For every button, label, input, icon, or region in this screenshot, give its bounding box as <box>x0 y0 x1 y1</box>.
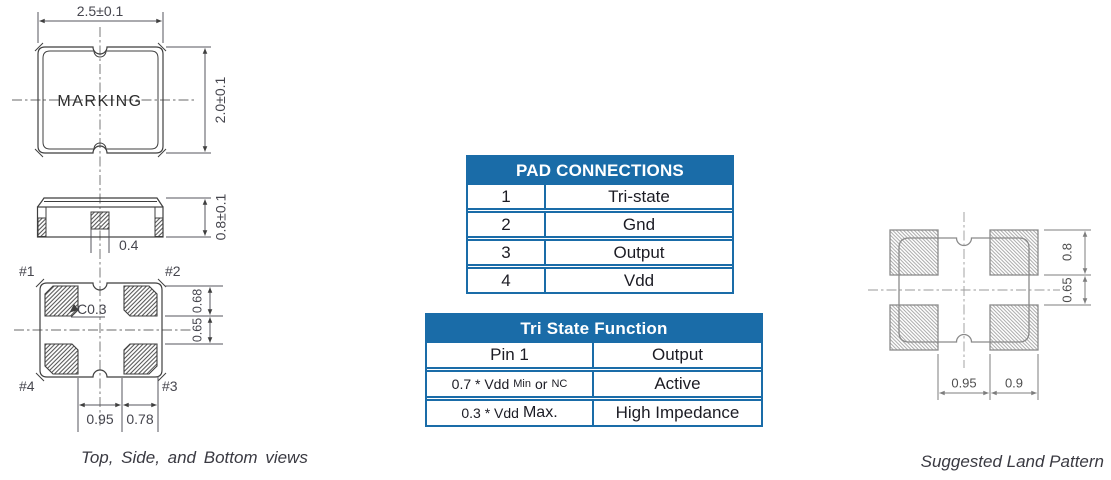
condition-text-small: NC <box>551 378 568 390</box>
land-package-outline <box>898 237 1030 343</box>
land-right-extension-lines <box>1044 229 1091 306</box>
condition-text-small: Min <box>513 378 531 390</box>
pad-number-cell: 1 <box>468 185 546 208</box>
side-view: 0.4 0.8±0.1 <box>36 193 229 253</box>
condition-text: 0.7 * Vdd <box>451 376 510 392</box>
pad-dim-extension-lines <box>165 285 223 345</box>
pad-4-label: #4 <box>19 378 35 394</box>
land-pad-bottom-left <box>889 304 939 351</box>
land-horizontal-dimensions: 0.95 0.9 <box>937 354 1039 400</box>
land-vertical-dimensions: 0.8 0.65 <box>1044 229 1091 306</box>
views-caption: Top, Side, and Bottom views <box>81 448 308 467</box>
width-dim-text: 2.5±0.1 <box>77 3 124 19</box>
height-extension-lines <box>166 46 211 154</box>
pad-number-cell: 2 <box>468 213 546 236</box>
thickness-dimension: 0.8±0.1 <box>166 193 229 240</box>
top-view-corner-marks <box>34 42 167 158</box>
pad-horizontal-dimensions: 0.95 0.78 <box>77 376 159 432</box>
pad-vertical-dimensions: 0.68 0.65 <box>165 285 223 345</box>
pad-4 <box>44 343 79 375</box>
pad-connections-row: 3 Output <box>468 236 732 264</box>
side-view-lid <box>37 197 164 208</box>
pad-gap-dim-text: 0.65 <box>191 318 205 342</box>
tri-state-row: 0.3 * Vdd Max. High Impedance <box>427 396 761 425</box>
side-view-left-terminal <box>37 217 47 237</box>
pad-length-dim-text: 0.68 <box>191 289 205 313</box>
land-pattern: 0.8 0.65 0.95 0.9 <box>868 212 1091 400</box>
pad-3 <box>123 343 158 375</box>
land-pad-width-dim-text: 0.9 <box>1005 376 1023 391</box>
condition-text: or <box>535 376 548 392</box>
center-pad-dim-text: 0.4 <box>119 237 139 253</box>
pad-number-cell: 3 <box>468 241 546 264</box>
pad-connections-row: 4 Vdd <box>468 264 732 292</box>
pad-function-cell: Gnd <box>622 214 656 234</box>
tri-state-row: 0.7 * Vdd Min or NC Active <box>427 367 761 396</box>
top-view-outer-outline <box>37 46 164 154</box>
center-pad-extension-lines <box>90 229 110 253</box>
tri-state-header-row: Pin 1 Output <box>427 343 761 367</box>
pad-connections-table: PAD CONNECTIONS 1 Tri-state 2 Gnd 3 Outp… <box>466 155 734 294</box>
land-pad-spacing-dim-text: 0.95 <box>951 376 976 391</box>
tri-state-output-header-cell: Output <box>651 345 704 364</box>
thickness-dim-text: 0.8±0.1 <box>213 193 229 240</box>
bottom-view-outline <box>39 282 163 378</box>
top-view-inner-outline <box>42 50 159 150</box>
chamfer-arrow <box>69 304 79 313</box>
tri-state-condition-cell: 0.3 * Vdd Max. <box>427 401 594 425</box>
tri-state-title: Tri State Function <box>427 315 761 343</box>
width-extension-lines <box>37 12 164 43</box>
land-pad-bottom-right <box>989 304 1039 351</box>
bottom-view-corner-marks <box>35 278 167 382</box>
pad-3-label: #3 <box>162 378 178 394</box>
height-dimension: 2.0±0.1 <box>166 46 228 154</box>
pad-connections-title: PAD CONNECTIONS <box>468 157 732 185</box>
chamfer-text: C0.3 <box>77 301 107 317</box>
pad-number-cell: 4 <box>468 269 546 292</box>
pad-2-label: #2 <box>165 263 181 279</box>
condition-text-large: Max. <box>522 404 558 421</box>
tri-state-output-cell: High Impedance <box>615 403 740 422</box>
width-dimension: 2.5±0.1 <box>37 3 164 43</box>
marking-label: MARKING <box>57 93 142 110</box>
pad-width-dim-text: 0.78 <box>126 411 153 427</box>
bottom-view: #1 #2 #3 #4 C0.3 0.68 0.65 0.95 0.78 <box>19 263 223 432</box>
tri-state-pin-header-cell: Pin 1 <box>427 343 594 367</box>
height-dim-text: 2.0±0.1 <box>212 76 228 123</box>
tri-state-output-cell: Active <box>654 374 701 393</box>
pad-1-label: #1 <box>19 263 35 279</box>
side-view-center-pad <box>90 211 110 230</box>
tri-state-function-table: Tri State Function Pin 1 Output 0.7 * Vd… <box>425 313 763 427</box>
pad-connections-row: 2 Gnd <box>468 208 732 236</box>
tri-state-condition-cell: 0.7 * Vdd Min or NC <box>427 372 594 396</box>
land-pad-top-left <box>889 229 939 276</box>
condition-text: 0.3 * Vdd <box>461 405 519 421</box>
land-pad-gap-dim-text: 0.65 <box>1060 277 1075 302</box>
land-bottom-extension-lines <box>937 354 1039 400</box>
top-view: MARKING 2.5±0.1 2.0±0.1 <box>34 3 228 158</box>
thickness-extension-lines <box>166 197 211 238</box>
side-view-right-terminal <box>154 217 164 237</box>
land-pattern-caption: Suggested Land Pattern <box>920 452 1104 471</box>
chamfer-callout: C0.3 <box>69 301 107 318</box>
land-pad-top-right <box>989 229 1039 276</box>
land-pad-height-dim-text: 0.8 <box>1060 243 1075 261</box>
pad-2 <box>123 285 158 317</box>
pad-connections-row: 1 Tri-state <box>468 185 732 208</box>
pad-pitch-extension-lines <box>77 376 159 432</box>
pad-function-cell: Vdd <box>623 270 655 290</box>
pad-function-cell: Tri-state <box>608 186 670 206</box>
pad-function-cell: Output <box>613 242 665 262</box>
pad-pitch-dim-text: 0.95 <box>86 411 113 427</box>
